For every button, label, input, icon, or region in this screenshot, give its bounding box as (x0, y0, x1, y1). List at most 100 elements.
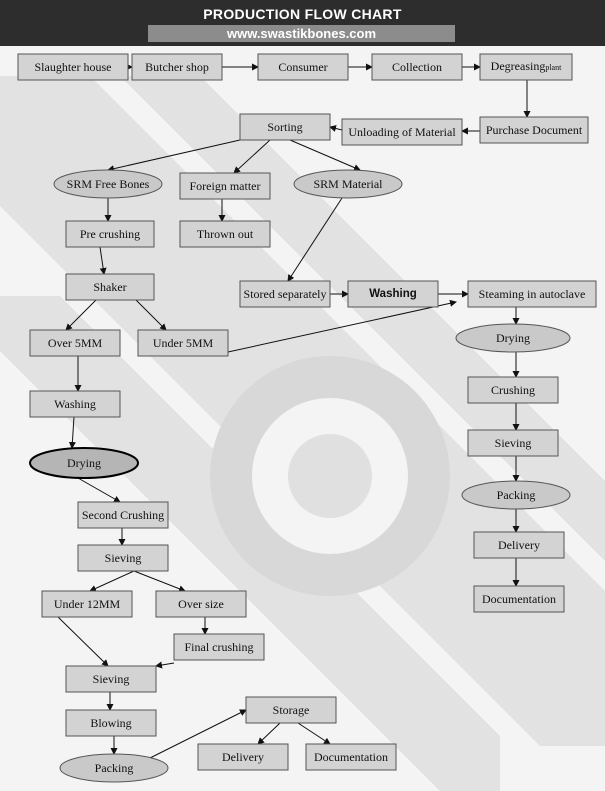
node-label-thrown: Thrown out (197, 227, 253, 241)
node-butcher (131, 53, 223, 81)
node-label-precrush: Pre crushing (80, 227, 140, 241)
node-text: Storage (272, 703, 310, 717)
node-label-butcher: Butcher shop (145, 60, 209, 74)
node-under12 (41, 590, 133, 618)
node-text: Crushing (490, 383, 536, 397)
node-purchase (479, 116, 589, 144)
node-label-drying-l: Drying (67, 456, 101, 470)
arrow-under5-to-steaming (227, 299, 457, 353)
node-sorting (239, 113, 331, 141)
node-srm-mat (293, 169, 403, 199)
node-text: Blowing (90, 716, 132, 730)
node-label-degreasing: Degreasingplant (491, 59, 562, 75)
node-text: Final crushing (184, 640, 254, 654)
node-text: Delivery (498, 538, 540, 552)
node-delivery-l (197, 743, 289, 771)
node-label-purchase: Purchase Document (486, 123, 582, 137)
node-label-stored: Stored separately (244, 287, 327, 301)
node-documentation-r (473, 585, 565, 613)
arrow-storage-to-delivery_l (257, 722, 281, 745)
node-steaming (467, 280, 597, 308)
node-label-crushing-r: Crushing (491, 383, 535, 397)
arrow-sieving_l1-to-oversize (133, 570, 186, 593)
arrow-precrush-to-shaker (99, 246, 107, 275)
node-packing-l (59, 753, 169, 783)
arrow-under12-to-sieving_l2 (57, 616, 109, 667)
node-text: Second Crushing (81, 508, 165, 522)
node-text: Under 5MM (152, 336, 214, 350)
node-sieving-l2 (65, 665, 157, 693)
node-label-foreign: Foreign matter (190, 179, 261, 193)
node-text: Stored separately (243, 287, 327, 301)
node-drying-l (29, 447, 139, 479)
node-crushing-r (467, 376, 559, 404)
node-foreign (179, 172, 271, 200)
arrow-final_crush-to-sieving_l2 (155, 661, 175, 669)
node-washing-l (29, 390, 121, 418)
node-text: Delivery (222, 750, 264, 764)
node-documentation-l (305, 743, 397, 771)
node-precrush (65, 220, 155, 248)
arrow-sorting-to-foreign (233, 139, 271, 174)
arrow-shaker-to-under5 (135, 299, 167, 331)
chart-title: PRODUCTION FLOW CHART (203, 6, 402, 22)
node-text: Slaughter house (34, 60, 112, 74)
node-label-sieving-l1: Sieving (105, 551, 142, 565)
node-label-drying-r: Drying (496, 331, 530, 345)
node-text: Unloading of Material (348, 125, 456, 139)
node-text: SRM Free Bones (66, 177, 150, 191)
node-text: Sorting (267, 120, 303, 134)
node-label-second-crush: Second Crushing (82, 508, 164, 522)
arrow-unloading-to-sorting (329, 125, 343, 132)
node-srm-free (53, 169, 163, 199)
node-text: Butcher shop (145, 60, 209, 74)
node-label-delivery-l: Delivery (222, 750, 264, 764)
node-text: Over size (178, 597, 224, 611)
node-text: Documentation (314, 750, 388, 764)
node-delivery-r (473, 531, 565, 559)
node-text: Over 5MM (47, 336, 103, 350)
node-blowing (65, 709, 157, 737)
node-text: Thrown out (196, 227, 254, 241)
node-degreasing (479, 53, 573, 81)
node-oversize (155, 590, 247, 618)
node-label-consumer: Consumer (278, 60, 327, 74)
arrow-srm_mat-to-stored (287, 197, 343, 282)
header-bar: PRODUCTION FLOW CHART www.swastikbones.c… (0, 0, 605, 46)
node-text: Pre crushing (79, 227, 141, 241)
node-label-sorting: Sorting (267, 120, 302, 134)
arrow-sorting-to-srm_free (107, 139, 241, 173)
arrow-packing_l-to-storage (149, 709, 247, 759)
arrow-sorting-to-srm_mat (289, 139, 361, 171)
node-text: Packing (496, 488, 536, 502)
node-text: Documentation (482, 592, 556, 606)
node-sieving-l1 (77, 544, 169, 572)
node-label-shaker: Shaker (93, 280, 126, 294)
node-shaker (65, 273, 155, 301)
arrow-shaker-to-over5 (65, 299, 97, 331)
arrow-sieving_l1-to-under12 (89, 570, 135, 592)
node-stored (239, 280, 331, 308)
node-label-storage: Storage (273, 703, 310, 717)
node-label-oversize: Over size (178, 597, 224, 611)
node-label-packing-r: Packing (497, 488, 536, 502)
node-text: Drying (67, 456, 101, 470)
node-text: Degreasing (490, 59, 546, 73)
flow-canvas: Slaughter house Butcher shop Consumer Colle… (0, 46, 605, 791)
node-label-sieving-r: Sieving (495, 436, 532, 450)
node-label-under12: Under 12MM (54, 597, 120, 611)
arrow-drying_l-to-second_crush (77, 477, 121, 503)
node-label-collection: Collection (392, 60, 442, 74)
node-unloading (341, 118, 463, 146)
node-label-washing-r: Washing (369, 287, 417, 301)
node-label-washing-l: Washing (54, 397, 96, 411)
node-text: Consumer (278, 60, 328, 74)
node-under5 (137, 329, 229, 357)
node-suffix-text: plant (545, 63, 562, 72)
node-label-srm-mat: SRM Material (314, 177, 383, 191)
node-second-crush (77, 501, 169, 529)
node-text: Shaker (93, 280, 127, 294)
node-text: SRM Material (313, 177, 383, 191)
node-over5 (29, 329, 121, 357)
node-label-slaughter: Slaughter house (35, 60, 112, 74)
